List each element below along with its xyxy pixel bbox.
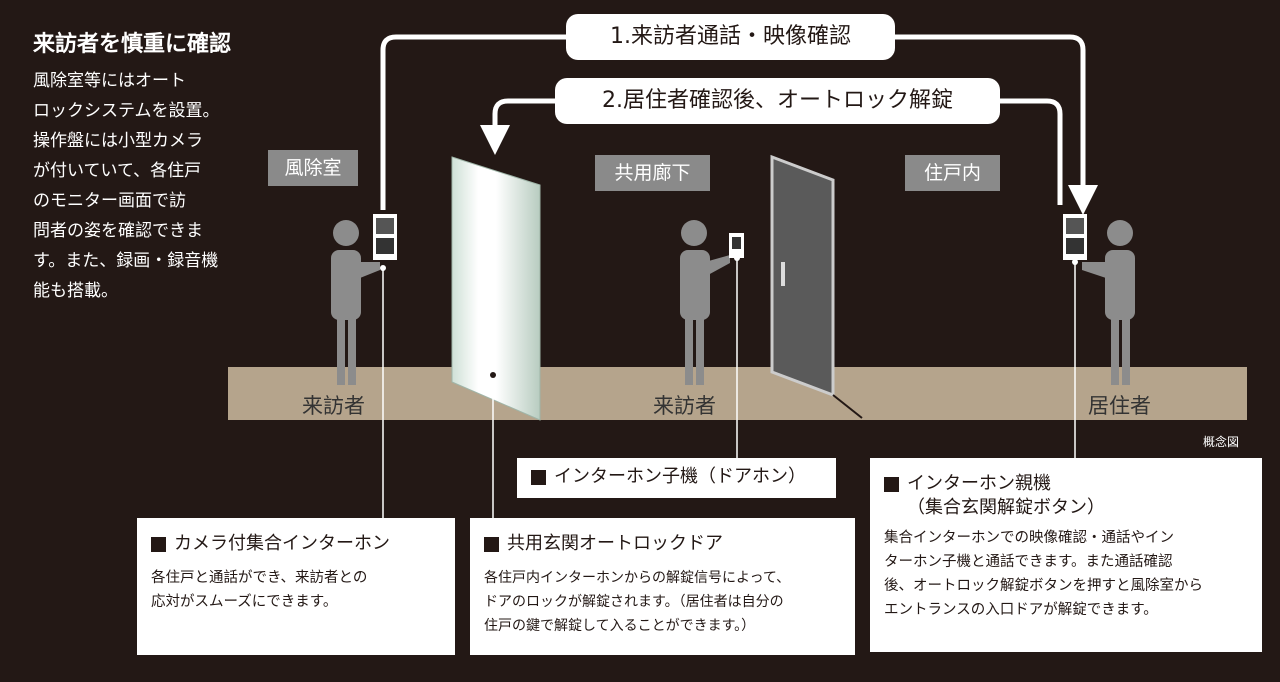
visitor-figure-1 [331,220,380,385]
intro-line: す。また、録画・録音機 [33,251,219,271]
intro-line: が付いていて、各住戸 [33,161,202,181]
callout-line: 集合インターホンでの映像確認・通話やイン [884,530,1174,546]
intro-line: のモニター画面で訪 [33,191,186,211]
door-handset [729,233,744,258]
bullet-square-icon [884,477,899,492]
page-title: 来訪者を慎重に確認 [33,31,232,57]
callout-autolock-door: 共用玄関オートロックドア 各住戸内インターホンからの解錠信号によって、ドアのロッ… [470,518,855,655]
concept-note: 概念図 [1203,435,1240,449]
door-handle [781,262,785,286]
visitor-label-1: 来訪者 [302,394,365,418]
callout-line: 住戸の鍵で解錠して入ることができます。） [484,618,756,634]
visitor-figure-2 [680,220,730,385]
door-lock-dot [490,372,496,378]
callout-line: エントランスの入口ドアが解錠できます。 [884,602,1158,618]
camera-intercom-panel [373,214,397,260]
callout-title: 共用玄関オートロックドア [507,533,723,554]
intro-line: 風除室等にはオート [33,71,186,91]
master-intercom-unit [1063,214,1087,260]
callout-camera-intercom: カメラ付集合インターホン 各住戸と通話ができ、来訪者との応対がスムーズにできます… [137,518,455,655]
callout-subtitle: （集合玄関解錠ボタン） [907,497,1105,518]
callout-line: 後、オートロック解錠ボタンを押すと風除室から [884,578,1203,594]
zone-label-vestibule: 風除室 [268,150,358,186]
intro-line: ロックシステムを設置。 [33,101,220,121]
bullet-square-icon [531,470,546,485]
callout-title: カメラ付集合インターホン [174,533,390,554]
intro-line: 能も搭載。 [33,281,118,301]
intro-line: 操作盤には小型カメラ [33,131,203,151]
step1-label: 1.来訪者通話・映像確認 [566,14,895,60]
intro-text: 風除室等にはオート ロックシステムを設置。 操作盤には小型カメラ が付いていて、… [33,66,253,306]
zone-label-dwelling: 住戸内 [905,155,1000,191]
intro-line: 問者の姿を確認できま [33,221,203,241]
resident-figure [1082,220,1135,385]
zone-label-corridor: 共用廊下 [595,155,710,191]
resident-label: 居住者 [1088,394,1151,418]
callout-line: ドアのロックが解錠されます。（居住者は自分の [484,594,784,610]
callout-line: ターホン子機と通話できます。また通話確認 [884,554,1173,570]
callout-master-unit: インターホン親機 （集合玄関解錠ボタン） 集合インターホンでの映像確認・通話やイン… [870,458,1262,652]
callout-handset: インターホン子機（ドアホン） [517,458,836,498]
callout-line: 各住戸と通話ができ、来訪者との [151,570,368,586]
autolock-glass-door [451,156,541,421]
bullet-square-icon [484,537,499,552]
visitor-label-2: 来訪者 [653,394,716,418]
step2-label: 2.居住者確認後、オートロック解錠 [555,78,1000,124]
callout-title: インターホン子機（ドアホン） [554,466,806,487]
callout-line: 各住戸内インターホンからの解錠信号によって、 [484,570,791,586]
callout-line: 応対がスムーズにできます。 [151,594,338,610]
bullet-square-icon [151,537,166,552]
leader-lines [382,258,1076,518]
callout-title: インターホン親機 [907,473,1051,494]
